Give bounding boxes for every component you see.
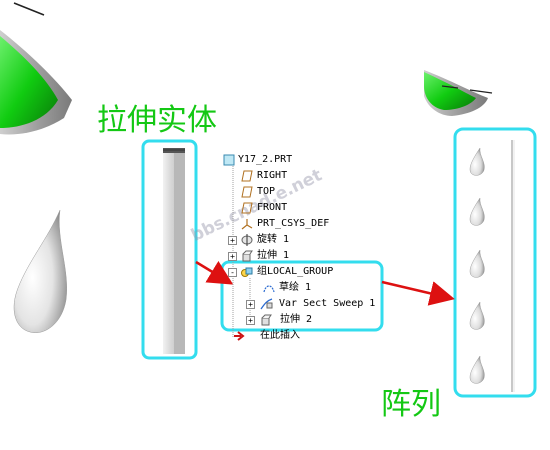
- model-tree[interactable]: Y17_2.PRT RIGHT TOP FRONT PRT_CSYS_DEF +: [220, 150, 390, 350]
- collapse-toggle[interactable]: -: [228, 268, 237, 277]
- sweep-icon: [260, 297, 273, 310]
- datum-plane-icon: [241, 202, 253, 214]
- tree-item-label: TOP: [257, 186, 276, 197]
- highlight-box-pattern: [453, 127, 537, 398]
- expand-toggle[interactable]: +: [228, 252, 237, 261]
- tree-item-label: 组LOCAL_GROUP: [257, 266, 334, 277]
- pattern-drops: [469, 140, 515, 392]
- datum-plane-icon: [241, 186, 253, 198]
- highlight-box-extrude: [141, 139, 198, 360]
- expand-toggle[interactable]: +: [246, 316, 255, 325]
- arrow-extrude-to-group: [195, 260, 234, 285]
- extruded-bar: [163, 148, 185, 354]
- label-extrude-solid: 拉伸实体: [97, 103, 217, 138]
- sketch-icon: [263, 282, 275, 294]
- tree-item-label: RIGHT: [257, 170, 288, 181]
- tree-item-label: PRT_CSYS_DEF: [257, 218, 330, 229]
- tree-item-label: FRONT: [257, 202, 288, 213]
- extrude-icon: [260, 314, 272, 326]
- green-model-part-top-right: [424, 70, 493, 116]
- green-model-part-top-left: [0, 2, 72, 135]
- extrude-icon: [241, 250, 253, 262]
- teardrop-solid: [13, 209, 67, 334]
- tree-item-label: 拉伸 1: [257, 250, 290, 261]
- part-icon: [223, 154, 235, 166]
- tree-item-label: Var Sect Sweep 1: [279, 298, 376, 309]
- tree-item-label: 草绘 1: [279, 282, 312, 293]
- tree-item-label: Y17_2.PRT: [238, 154, 293, 165]
- tree-item-label: 拉伸 2: [280, 314, 313, 325]
- label-pattern: 阵列: [381, 387, 441, 422]
- insert-here-icon: [233, 330, 245, 342]
- revolve-icon: [241, 234, 253, 246]
- expand-toggle[interactable]: +: [228, 236, 237, 245]
- highlight-box-local-group: [220, 260, 384, 332]
- group-icon: [241, 266, 253, 278]
- csys-icon: [241, 218, 253, 230]
- datum-plane-icon: [241, 170, 253, 182]
- arrow-group-to-pattern: [381, 280, 455, 306]
- expand-toggle[interactable]: +: [246, 300, 255, 309]
- tree-item-label: 在此插入: [260, 330, 300, 341]
- tree-item-label: 旋转 1: [257, 234, 290, 245]
